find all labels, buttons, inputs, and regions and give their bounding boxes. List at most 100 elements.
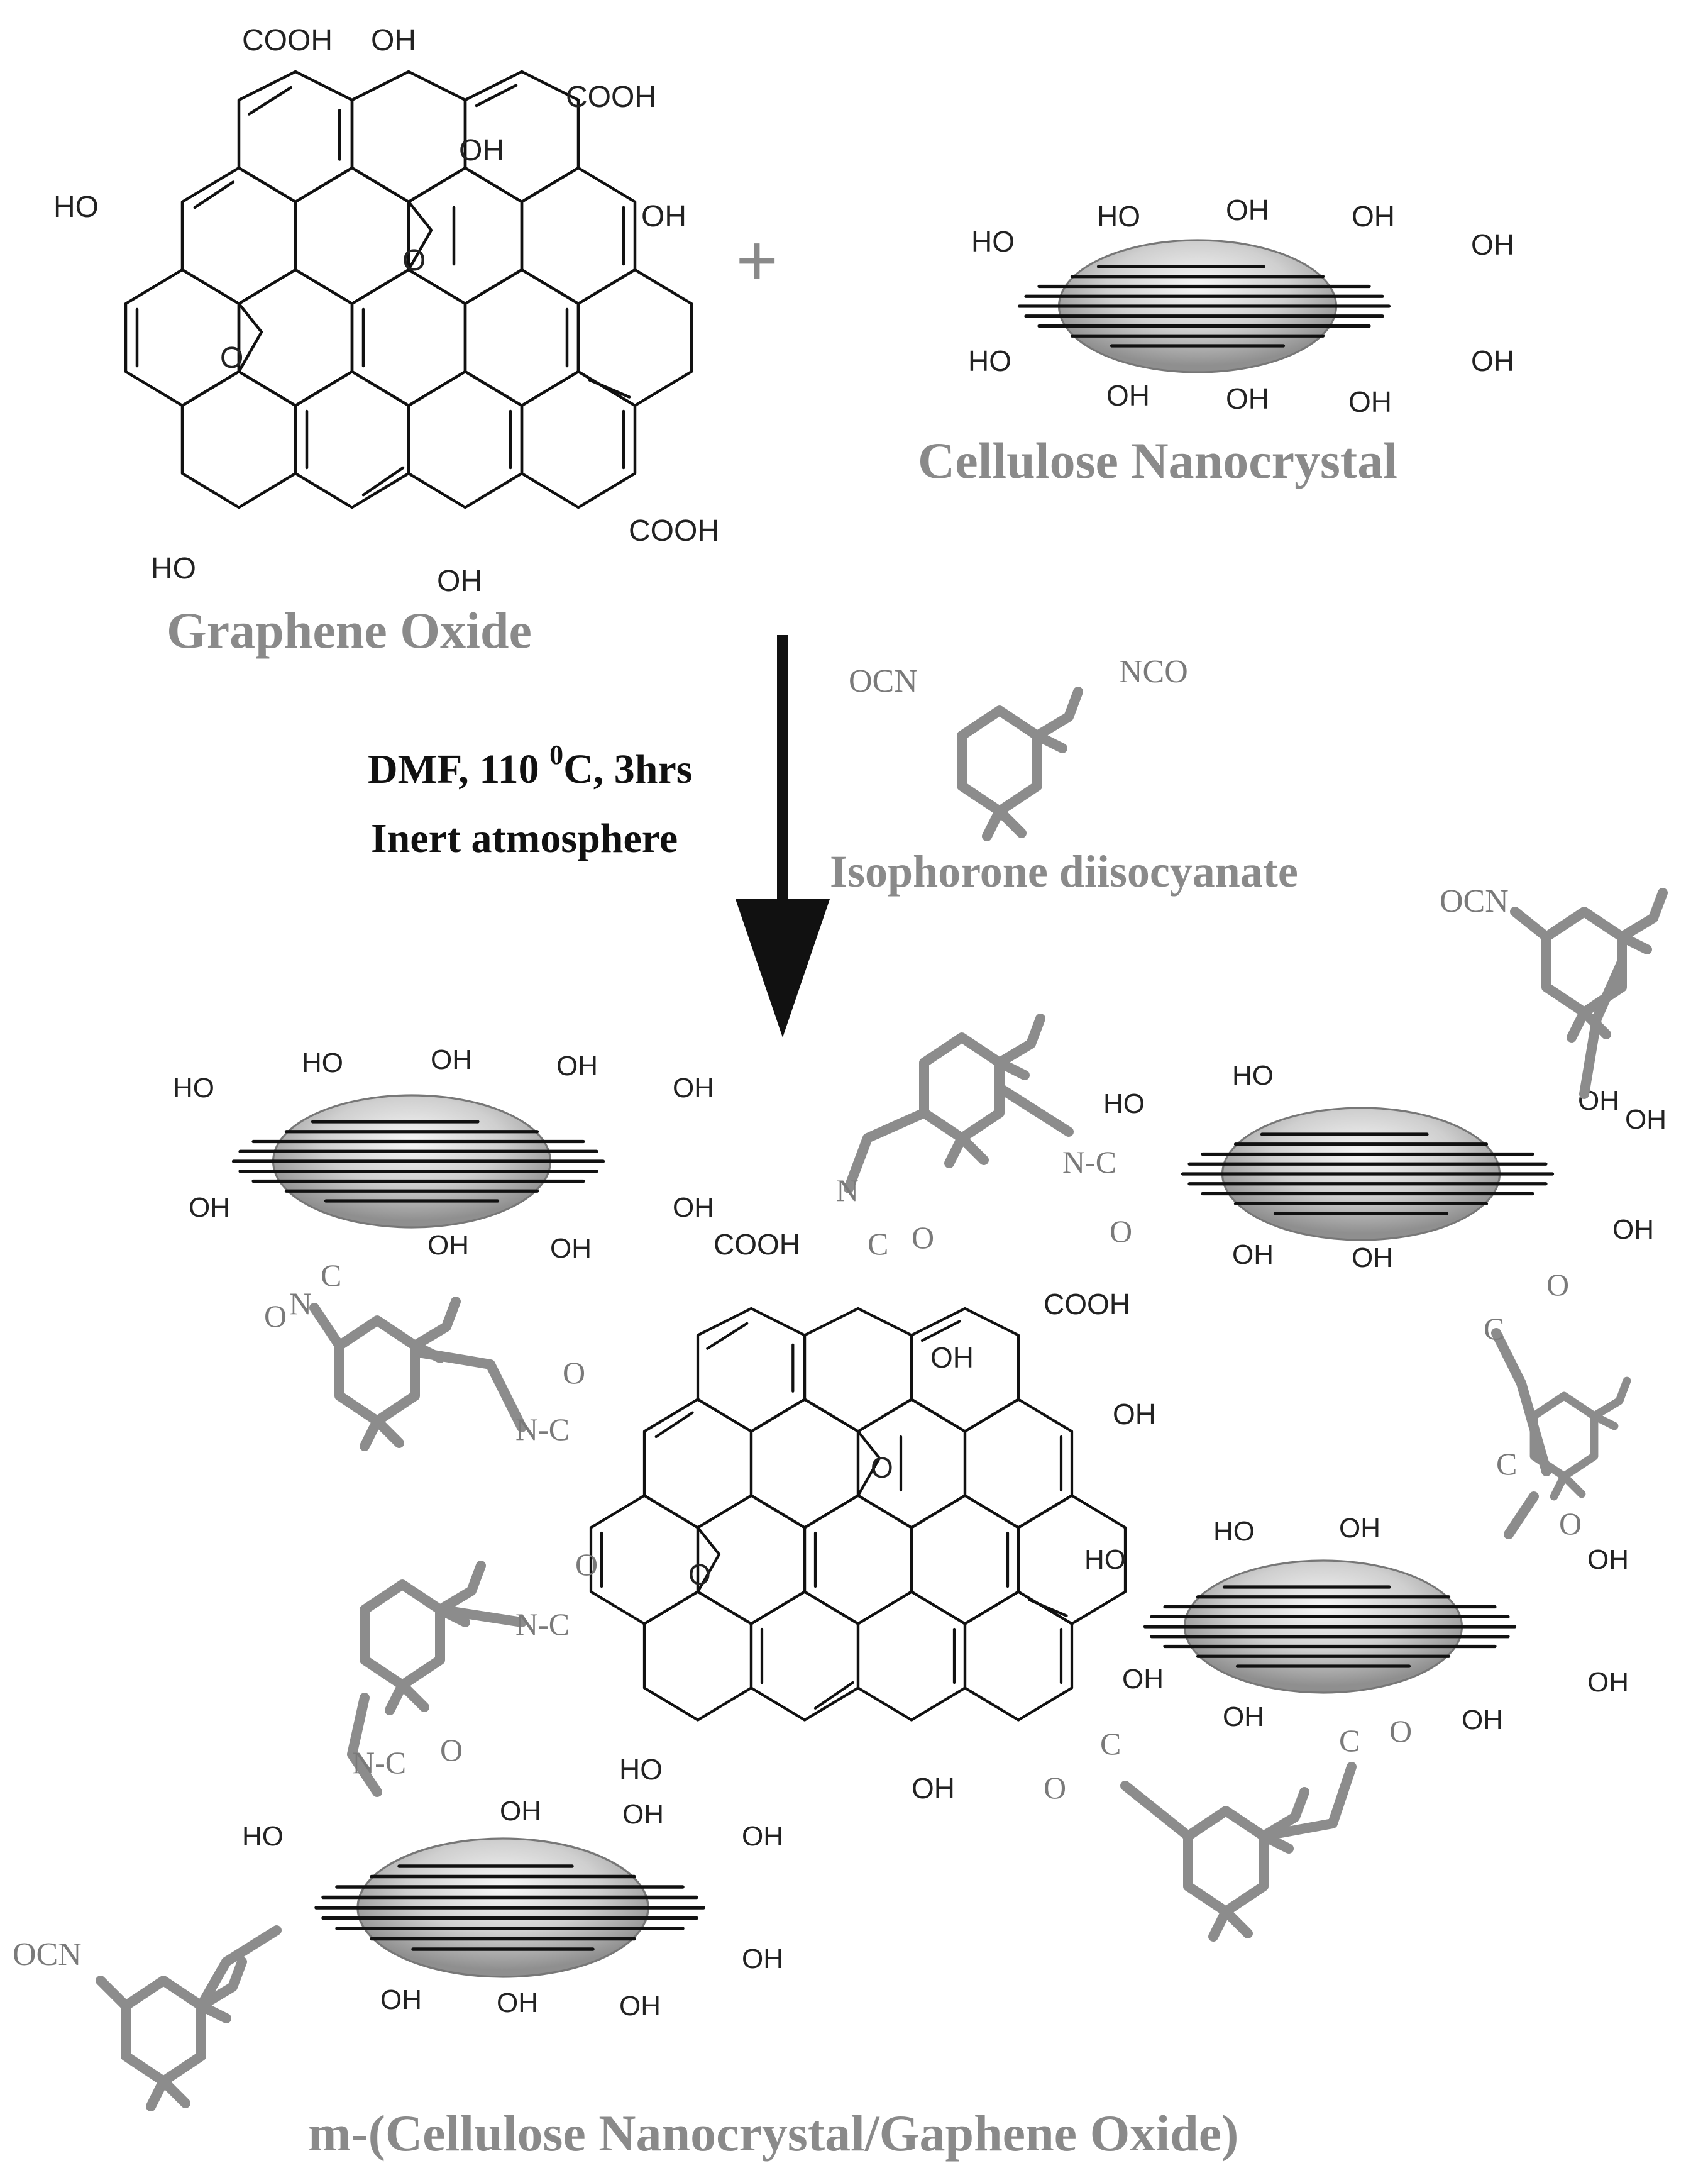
ipdi-linker-top-center: [924, 1019, 1040, 1163]
linker-bonds: [96, 907, 1627, 2011]
svg-text:OH: OH: [1462, 1705, 1503, 1735]
svg-text:OH: OH: [189, 1192, 230, 1223]
svg-text:O: O: [1546, 1267, 1569, 1302]
svg-text:OH: OH: [437, 565, 482, 598]
svg-text:OH: OH: [930, 1341, 974, 1374]
svg-text:OH: OH: [1352, 1242, 1393, 1273]
svg-text:HO: HO: [1097, 200, 1140, 233]
product-cnc-top-left-substituents: HO OH OH HO OH OH OH OH OH: [173, 1044, 714, 1264]
product-cnc-mid-right-substituents: HO OH HO OH OH OH OH OH: [1084, 1513, 1629, 1735]
graphene-oxide-label: Graphene Oxide: [167, 602, 532, 659]
ocn-group: OCN: [849, 663, 918, 699]
svg-text:HO: HO: [1232, 1060, 1274, 1091]
cellulose-nanocrystal-top: [1020, 240, 1389, 372]
svg-text:OH: OH: [500, 1796, 541, 1827]
svg-text:OH: OH: [371, 24, 416, 57]
svg-text:O: O: [1389, 1713, 1412, 1749]
svg-text:O: O: [402, 244, 426, 277]
svg-text:C: C: [1496, 1446, 1517, 1481]
svg-text:OH: OH: [622, 1799, 664, 1830]
svg-text:O: O: [264, 1298, 287, 1334]
product-go-substituents: COOH COOH OH OH O O HO OH: [619, 1228, 1156, 1805]
svg-text:OH: OH: [619, 1991, 661, 2021]
svg-text:COOH: COOH: [242, 24, 333, 57]
svg-text:OH: OH: [641, 200, 686, 233]
svg-text:OH: OH: [497, 1988, 538, 2018]
svg-text:C: C: [321, 1258, 341, 1293]
svg-text:C: C: [1339, 1723, 1360, 1758]
graphene-oxide-substituents: COOH OH COOH OH HO OH O O COOH HO OH: [53, 24, 719, 598]
svg-text:HO: HO: [302, 1048, 343, 1078]
svg-text:C: C: [1100, 1726, 1121, 1761]
svg-text:O: O: [1110, 1214, 1132, 1249]
svg-text:OH: OH: [1232, 1239, 1274, 1270]
ocn-free-top-right: OCN: [1440, 883, 1509, 919]
svg-text:COOH: COOH: [1044, 1288, 1130, 1320]
svg-text:O: O: [563, 1355, 585, 1390]
svg-text:COOH: COOH: [566, 80, 656, 114]
ipdi-linker-bottom-right: [1188, 1792, 1304, 1937]
svg-text:C: C: [868, 1226, 888, 1261]
svg-text:N: N: [836, 1173, 859, 1208]
cellulose-nanocrystal-label: Cellulose Nanocrystal: [918, 432, 1397, 489]
conditions-line1: DMF, 110 0C, 3hrs: [368, 739, 692, 792]
svg-text:OH: OH: [459, 134, 504, 167]
svg-text:OH: OH: [1348, 385, 1392, 418]
svg-text:COOH: COOH: [629, 514, 719, 548]
svg-text:OH: OH: [1471, 228, 1514, 261]
svg-text:OH: OH: [742, 1944, 783, 1974]
svg-text:HO: HO: [151, 552, 196, 585]
svg-text:HO: HO: [53, 191, 99, 224]
product-cnc-bottom-left: [316, 1839, 703, 1977]
graphene-oxide-structure: [126, 72, 691, 507]
reaction-arrow: [736, 635, 830, 1037]
ipdi-linker-left: [339, 1302, 456, 1446]
svg-text:HO: HO: [173, 1073, 214, 1103]
svg-text:HO: HO: [1084, 1544, 1126, 1575]
svg-text:O: O: [688, 1558, 711, 1591]
svg-text:OH: OH: [427, 1230, 469, 1261]
svg-text:OH: OH: [1352, 200, 1395, 233]
ipdi-linker-lower-left: [365, 1566, 481, 1710]
svg-text:HO: HO: [968, 345, 1011, 377]
ipdi-linker-right-middle: [1534, 1381, 1627, 1496]
product-label: m-(Cellulose Nanocrystal/Gaphene Oxide): [308, 2104, 1238, 2162]
svg-text:OH: OH: [742, 1821, 783, 1852]
svg-text:OH: OH: [1106, 379, 1150, 412]
svg-text:O: O: [440, 1732, 463, 1767]
svg-text:OH: OH: [1339, 1513, 1380, 1544]
nco-group: NCO: [1119, 654, 1188, 690]
svg-text:O: O: [1044, 1770, 1066, 1805]
svg-text:COOH: COOH: [714, 1228, 800, 1261]
svg-text:OH: OH: [1587, 1544, 1629, 1575]
svg-text:C: C: [1484, 1311, 1504, 1346]
svg-text:HO: HO: [619, 1753, 663, 1786]
svg-text:OH: OH: [1226, 382, 1269, 415]
svg-text:O: O: [575, 1547, 598, 1582]
svg-text:OH: OH: [1587, 1667, 1629, 1698]
svg-text:O: O: [912, 1220, 934, 1255]
svg-text:OH: OH: [673, 1192, 714, 1223]
svg-text:OH: OH: [1612, 1214, 1654, 1245]
svg-text:HO: HO: [1103, 1088, 1145, 1119]
carbamate-labels: N-C O C O N N-C O N-C O N-C O O C N C O …: [264, 1144, 1582, 1805]
svg-text:HO: HO: [242, 1821, 284, 1852]
product-cnc-bottom-left-substituents: OH OH HO OH OH OH OH OH: [242, 1796, 783, 2021]
product-graphene-oxide-core: [591, 1308, 1125, 1720]
svg-text:OH: OH: [912, 1772, 955, 1805]
svg-text:OH: OH: [1122, 1664, 1164, 1695]
svg-text:N-C: N-C: [515, 1607, 570, 1642]
svg-text:N-C: N-C: [515, 1412, 570, 1447]
ipdi-free-top-right: [1546, 893, 1663, 1037]
svg-text:OH: OH: [380, 1984, 422, 2015]
svg-text:OH: OH: [556, 1051, 598, 1081]
svg-text:OH: OH: [1625, 1104, 1667, 1135]
plus-sign: +: [736, 219, 778, 302]
ipdi-free-bottom-left: [126, 1962, 242, 2106]
svg-text:OH: OH: [431, 1044, 472, 1075]
cnc-top-substituents: HO OH OH HO OH HO OH OH OH OH: [968, 194, 1514, 418]
svg-text:OH: OH: [1226, 194, 1269, 226]
svg-text:HO: HO: [1213, 1516, 1255, 1547]
svg-text:N: N: [289, 1286, 312, 1321]
